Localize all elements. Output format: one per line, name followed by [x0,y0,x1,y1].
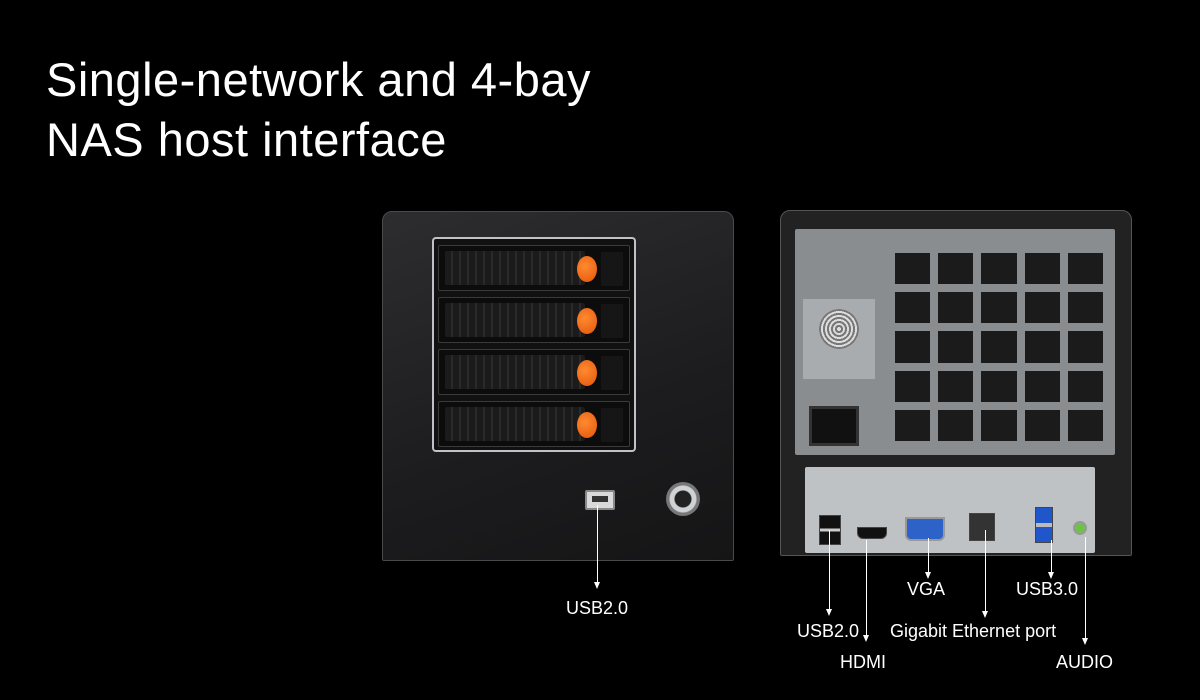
hdmi-port [857,527,887,539]
front-usb-port [585,490,615,510]
nas-front-panel [382,211,734,561]
drive-tray-3 [438,349,630,395]
drive-tray-4 [438,401,630,447]
drive-tray-1 [438,245,630,291]
page-title: Single-network and 4-bay NAS host interf… [46,50,591,170]
callout-usb2-line [826,530,832,616]
usb3-port [1035,507,1053,543]
tray-handle-icon [577,412,597,438]
callout-usb3-line [1048,540,1054,579]
hdmi-label: HDMI [840,652,886,672]
rear-plate [795,229,1115,455]
power-button-icon [666,482,700,516]
title-line-1: Single-network and 4-bay [46,53,591,106]
title-line-2: NAS host interface [46,113,447,166]
callout-hdmi-line [863,540,869,642]
rear-usb2-label: USB2.0 [797,621,860,641]
callout-audio-line [1082,537,1088,645]
fan-grille [889,247,1109,447]
callout-vga-line [925,538,931,579]
ethernet-label: Gigabit Ethernet port [890,621,1057,641]
psu-fan-icon [819,309,859,349]
rear-usb2-port [819,515,841,545]
vga-port [905,517,945,541]
ethernet-port [969,513,995,541]
callout-ethernet-line [982,530,988,618]
vga-label: VGA [907,579,946,599]
psu-module [803,299,875,379]
audio-jack [1073,521,1087,535]
io-shield [805,467,1095,553]
power-socket-icon [809,406,859,446]
drive-bay-cage [432,237,636,452]
front-usb-label: USB2.0 [566,598,629,618]
nas-rear-panel [780,210,1132,556]
usb3-label: USB3.0 [1016,579,1079,599]
tray-handle-icon [577,308,597,334]
tray-handle-icon [577,256,597,282]
callout-front-usb-line [594,505,600,589]
audio-label: AUDIO [1056,652,1114,672]
drive-tray-2 [438,297,630,343]
tray-handle-icon [577,360,597,386]
